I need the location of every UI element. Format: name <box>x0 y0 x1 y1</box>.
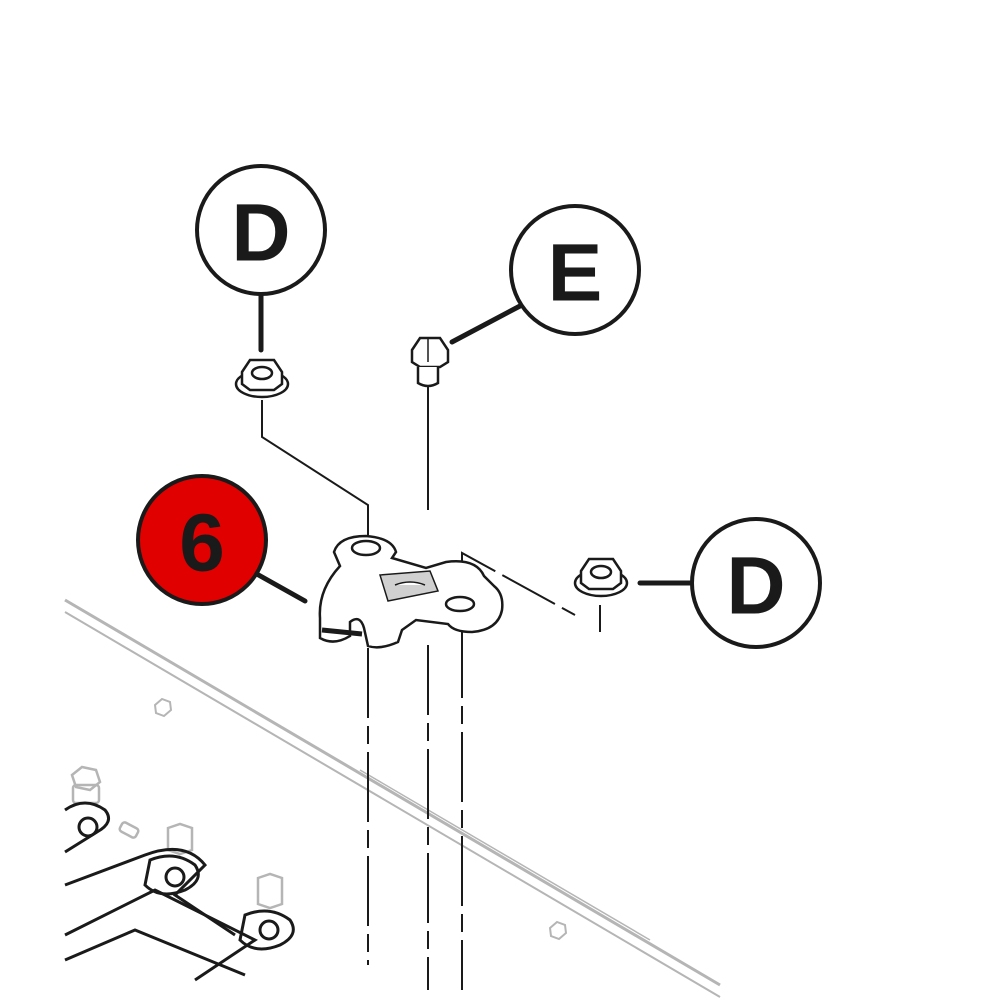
callout-circle <box>509 204 641 336</box>
callout-leaders <box>252 293 693 604</box>
callout-label: 6 <box>179 498 225 589</box>
callout-circle <box>136 474 268 606</box>
callout-circle <box>195 164 327 296</box>
callout-e: E <box>509 204 641 336</box>
clamp-bracket <box>318 534 504 649</box>
callout-label: D <box>231 188 290 279</box>
hex-bolt <box>410 336 450 388</box>
background-assembly <box>64 598 721 998</box>
callout-label: D <box>726 541 785 632</box>
flange-nut-top-left <box>234 358 290 399</box>
callout-circle <box>690 517 822 649</box>
callout-6-highlighted: 6 <box>136 474 268 606</box>
callout-d-top: D <box>195 164 327 296</box>
alignment-lines <box>261 385 601 990</box>
callout-d-right: D <box>690 517 822 649</box>
callout-label: E <box>548 228 603 319</box>
flange-nut-right <box>573 557 629 598</box>
